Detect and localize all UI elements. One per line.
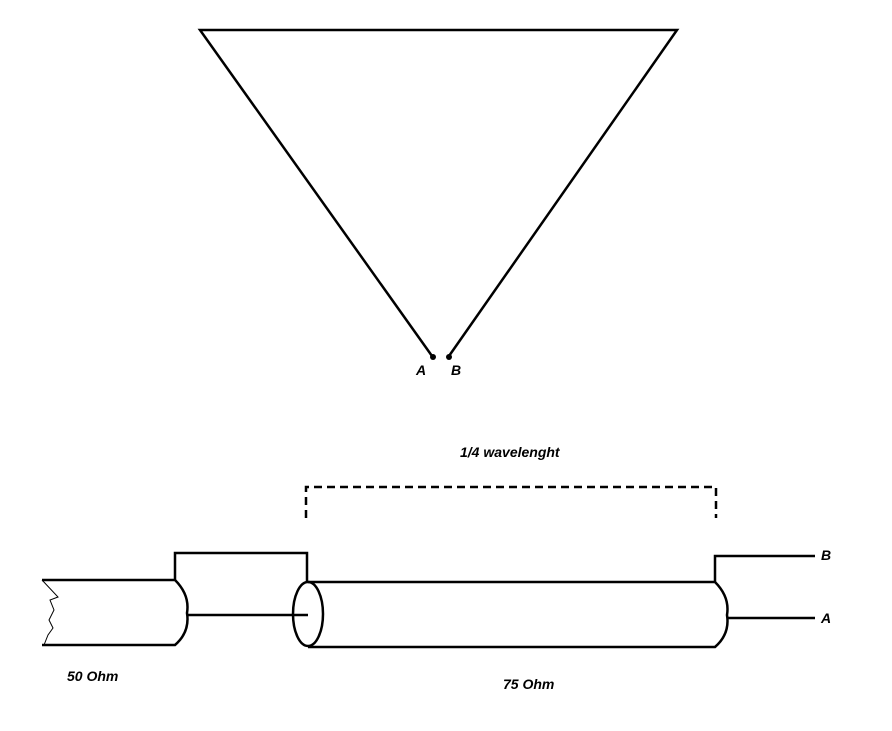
output-label-a: A (821, 610, 832, 626)
shield-jumper (173, 551, 309, 582)
quarter-wave-label: 1/4 wavelenght (460, 444, 560, 460)
feed-point-b (446, 354, 452, 360)
cable-75-label: 75 Ohm (503, 676, 555, 692)
quarter-wave-bracket (304, 485, 718, 518)
antenna-label-b: B (451, 362, 462, 378)
feed-point-a (430, 354, 436, 360)
cable-50-break (41, 579, 59, 646)
antenna-label-a: A (416, 362, 427, 378)
feed-line-b (713, 554, 815, 582)
delta-loop-antenna (197, 28, 680, 357)
cable-50-label: 50 Ohm (67, 668, 119, 684)
cable-50-ohm (42, 578, 189, 647)
cable-75-ohm (308, 580, 729, 649)
output-label-b: B (821, 547, 832, 563)
